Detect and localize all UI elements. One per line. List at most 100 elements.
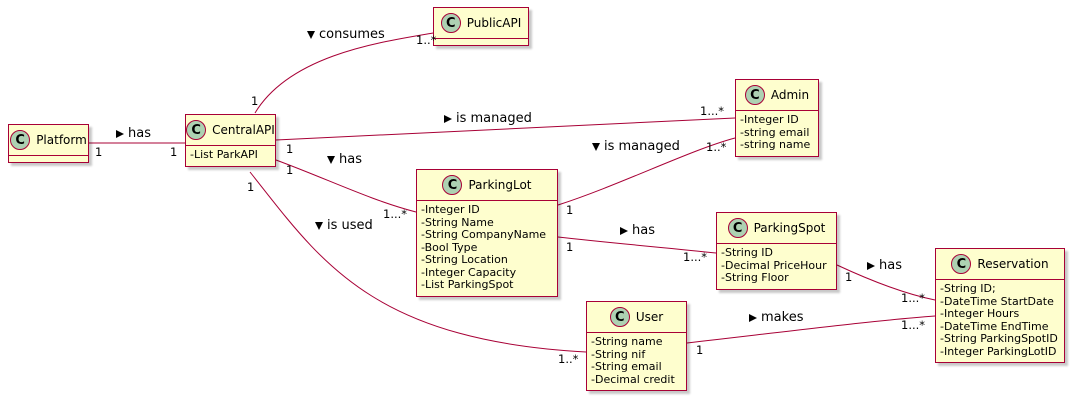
- attribute: -string name: [740, 138, 811, 151]
- attribute: -List ParkingSpot: [421, 278, 514, 291]
- class-header: C User: [587, 302, 686, 332]
- attribute: -String email: [591, 360, 662, 373]
- class-name: Reservation: [977, 257, 1049, 271]
- attribute: -String name: [591, 335, 663, 348]
- class-header: C Admin: [736, 80, 818, 110]
- class-stereotype-icon: C: [440, 13, 461, 33]
- mult-spot-from-lot: 1...*: [683, 250, 708, 264]
- attribute: -DateTime EndTime: [940, 319, 1049, 333]
- edge-user-reservation: [686, 315, 936, 344]
- relation-label: makes: [761, 310, 804, 325]
- relation-label: is used: [327, 218, 373, 233]
- label-central-admin: is managed: [444, 111, 532, 126]
- attribute: -string email: [740, 125, 810, 139]
- direction-arrow-icon: [749, 313, 757, 322]
- mult-user-from-central: 1..*: [558, 352, 579, 366]
- direction-arrow-icon: [620, 226, 628, 235]
- class-centralapi[interactable]: C CentralAPI -List ParkAPI: [185, 114, 276, 167]
- class-attributes: -Integer ID -string email -string name: [736, 110, 818, 156]
- edge-centralapi-user: [249, 171, 587, 353]
- attribute: -DateTime StartDate: [940, 294, 1054, 308]
- direction-arrow-icon: [307, 30, 315, 39]
- label-central-lot-has: has: [327, 152, 362, 167]
- attribute: -Bool Type: [421, 240, 478, 254]
- class-publicapi[interactable]: C PublicAPI: [433, 7, 529, 46]
- mult-res-from-user: 1...*: [901, 318, 926, 332]
- class-header: C ParkingSpot: [717, 213, 836, 243]
- edge-centralapi-publicapi: [254, 32, 434, 114]
- attribute: -Integer ID: [421, 203, 480, 216]
- relation-label: has: [128, 126, 151, 141]
- attribute: -String ID;: [940, 282, 996, 295]
- attribute: -Integer Capacity: [421, 265, 517, 279]
- label-spot-res-has: has: [867, 258, 902, 273]
- attribute: -String Floor: [721, 271, 789, 284]
- relation-label: has: [632, 223, 655, 238]
- mult-central-to-user: 1: [247, 180, 255, 194]
- direction-arrow-icon: [327, 155, 335, 164]
- class-name: Admin: [770, 88, 810, 102]
- attribute: -String Name: [421, 215, 494, 229]
- mult-central-to-public: 1: [251, 94, 259, 108]
- label-consumes: consumes: [307, 27, 385, 42]
- mult-lot-to-admin: 1: [566, 203, 574, 217]
- class-stereotype-icon: C: [744, 85, 765, 105]
- class-attributes: -String ID -Decimal PriceHour -String Fl…: [717, 243, 836, 289]
- class-header: C ParkingLot: [417, 170, 557, 200]
- class-stereotype-icon: C: [951, 254, 972, 274]
- class-stereotype-icon: C: [10, 130, 31, 150]
- class-parkingspot[interactable]: C ParkingSpot -String ID -Decimal PriceH…: [716, 212, 837, 290]
- mult-central-to-lot: 1: [286, 163, 294, 177]
- class-name: ParkingSpot: [753, 221, 826, 235]
- relation-label: has: [339, 152, 362, 167]
- relation-label: is managed: [456, 111, 532, 126]
- label-lot-admin: is managed: [592, 139, 680, 154]
- attribute: -String ParkingSpotID: [940, 332, 1058, 345]
- mult-admin-from-lot: 1..*: [706, 140, 727, 154]
- empty-members: [9, 155, 88, 162]
- mult-res-from-spot: 1...*: [901, 291, 926, 305]
- class-attributes: -List ParkAPI: [186, 145, 275, 166]
- relation-label: has: [879, 258, 902, 273]
- class-name: ParkingLot: [468, 178, 532, 192]
- attribute: -String nif: [591, 347, 646, 361]
- mult-central-from-platform: 1: [170, 145, 178, 159]
- class-header: C CentralAPI: [186, 115, 275, 145]
- class-reservation[interactable]: C Reservation -String ID; -DateTime Star…: [935, 248, 1065, 363]
- class-platform[interactable]: C Platform: [8, 124, 89, 163]
- label-makes: makes: [749, 310, 803, 325]
- attribute: -Decimal PriceHour: [721, 258, 827, 272]
- class-header: C Platform: [9, 125, 88, 155]
- attribute: -String Location: [421, 253, 508, 266]
- attribute: -String CompanyName: [421, 228, 547, 241]
- direction-arrow-icon: [444, 114, 452, 123]
- class-name: PublicAPI: [466, 16, 522, 30]
- edge-spot-reservation: [836, 264, 936, 301]
- edge-centralapi-parkinglot: [275, 159, 417, 213]
- class-attributes: -String ID; -DateTime StartDate -Integer…: [936, 279, 1064, 362]
- direction-arrow-icon: [116, 129, 124, 138]
- class-stereotype-icon: C: [609, 307, 630, 327]
- class-admin[interactable]: C Admin -Integer ID -string email -strin…: [735, 79, 819, 157]
- edge-centralapi-admin: [275, 117, 736, 141]
- mult-admin-from-central: 1...*: [700, 104, 725, 118]
- class-attributes: -String name -String nif -String email -…: [587, 332, 686, 390]
- class-parkinglot[interactable]: C ParkingLot -Integer ID -String Name -S…: [416, 169, 558, 297]
- relation-label: is managed: [604, 139, 680, 154]
- relation-label: consumes: [319, 27, 385, 42]
- attribute: -Integer ID: [740, 113, 799, 126]
- class-header: C PublicAPI: [434, 8, 528, 38]
- mult-user-to-res: 1: [696, 343, 704, 357]
- edge-parkinglot-spot: [557, 236, 717, 254]
- mult-lot-from-central: 1...*: [383, 207, 408, 221]
- class-attributes: -Integer ID -String Name -String Company…: [417, 200, 557, 296]
- attribute: -List ParkAPI: [190, 148, 258, 161]
- mult-public: 1..*: [416, 33, 437, 47]
- mult-spot-to-res: 1: [845, 270, 853, 284]
- empty-members: [434, 38, 528, 45]
- mult-central-to-admin: 1: [286, 142, 294, 156]
- class-user[interactable]: C User -String name -String nif -String …: [586, 301, 687, 391]
- label-lot-spot-has: has: [620, 223, 655, 238]
- class-stereotype-icon: C: [186, 120, 207, 140]
